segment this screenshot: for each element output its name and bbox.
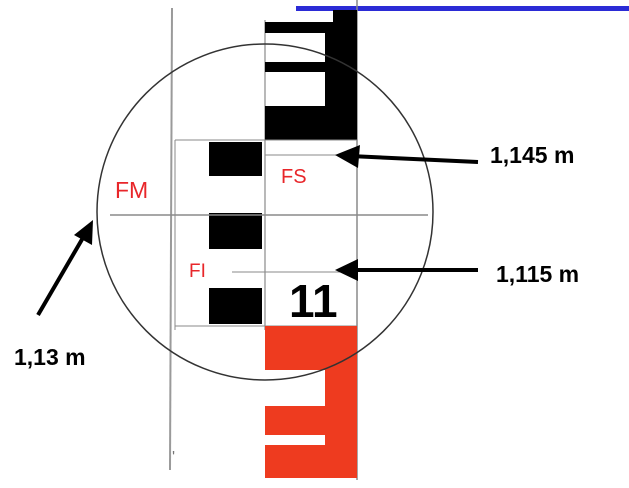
rod-block-2 [209,213,262,249]
fi-label: FI [189,261,206,282]
vertical-guide-line [169,7,173,471]
rod-number-label: 11 [289,275,338,327]
reading-upper-label: 1,145 m [490,142,574,168]
rod-block-1 [209,142,262,176]
rod-black-e-upper [265,10,357,140]
reading-middle-label: 1,13 m [14,344,86,370]
reading-lower-label: 1,115 m [496,261,579,287]
arrow-upper [335,145,479,168]
rod-block-3 [209,288,262,324]
fm-label: FM [115,177,148,203]
guide-tick-mark: ' [172,449,175,466]
top-blue-bar [296,6,629,11]
arrow-lower [335,259,478,281]
arrow-middle [36,220,93,317]
reticle-circle [96,43,434,381]
rod-red-e-lower [265,326,357,478]
fs-label: FS [281,166,307,188]
